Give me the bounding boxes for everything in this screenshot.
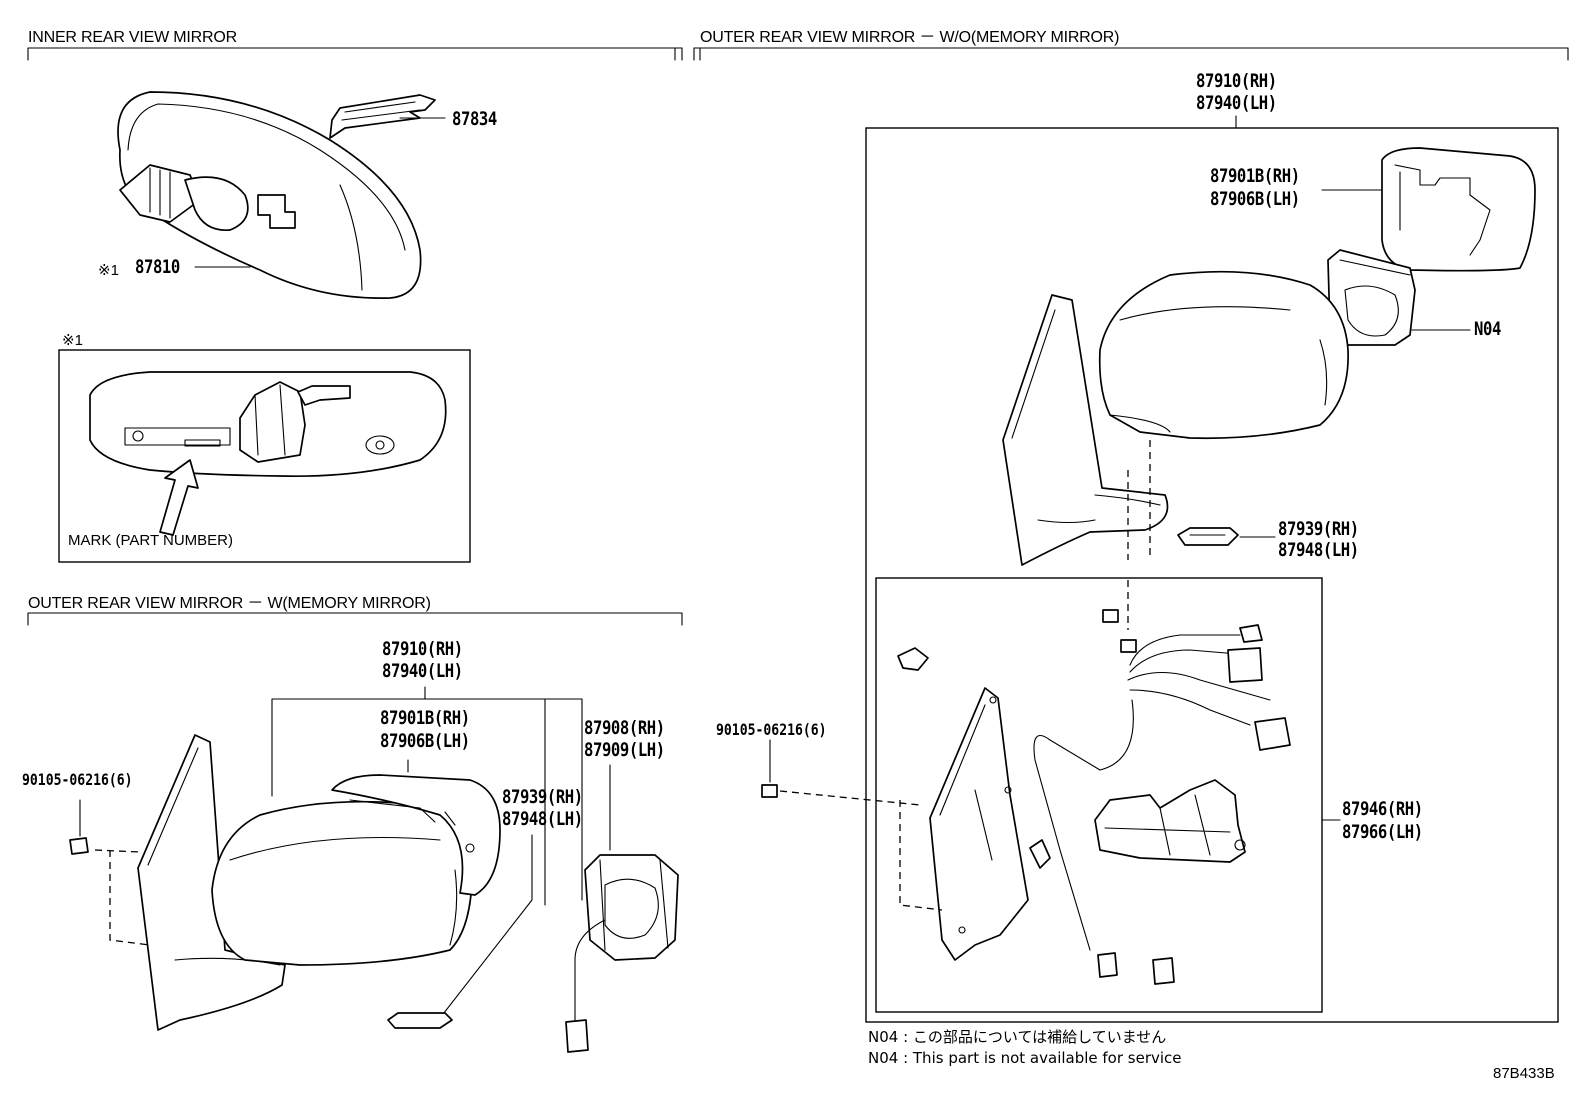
wo-glass-lh: 87906B(LH) — [1210, 188, 1300, 210]
wo-mirror-housing — [1098, 270, 1349, 440]
inner-mirror-mount — [119, 164, 296, 231]
mark-87810: ※1 — [98, 262, 119, 279]
wo-screw: 90105-06216(6) — [716, 720, 827, 739]
section-title-inner: INNER REAR VIEW MIRROR — [28, 29, 237, 46]
detail-caption: MARK (PART NUMBER) — [68, 532, 234, 549]
wo-frame-box — [875, 577, 1323, 1013]
section-bracket-inner — [27, 47, 683, 61]
wo-screws — [761, 609, 1137, 806]
w-screw: 90105-06216(6) — [22, 770, 133, 789]
w-motor-rh: 87908(RH) — [584, 717, 665, 739]
w-mirror-motor — [565, 854, 679, 1053]
wo-assy-box — [865, 127, 1559, 1023]
leader-87939-w — [439, 834, 533, 1019]
section-title-outer-wo: OUTER REAR VIEW MIRROR － W/O(MEMORY MIRR… — [700, 29, 1120, 46]
w-mirror-glass — [331, 774, 501, 896]
w-motor-lh: 87909(LH) — [584, 739, 665, 761]
note-english: N04 : This part is not available for ser… — [868, 1049, 1182, 1067]
section-title-outer-w: OUTER REAR VIEW MIRROR － W(MEMORY MIRROR… — [28, 595, 431, 612]
wo-cover-rh: 87939(RH) — [1278, 518, 1359, 540]
wo-assy-rh: 87910(RH) — [1196, 70, 1277, 92]
detail-mark: ※1 — [62, 332, 83, 349]
wo-mirror-glass — [1381, 147, 1536, 272]
wo-wire-harness — [1033, 624, 1291, 985]
w-cover-lh: 87948(LH) — [502, 808, 583, 830]
wo-frame-lh: 87966(LH) — [1342, 821, 1423, 843]
w-cover-clip — [387, 1012, 453, 1029]
wo-glass-rh: 87901B(RH) — [1210, 165, 1300, 187]
w-screw — [69, 837, 89, 855]
section-bracket-outer-w — [27, 612, 683, 626]
wo-assy-lh: 87940(LH) — [1196, 92, 1277, 114]
w-glass-lh: 87906B(LH) — [380, 730, 470, 752]
part-87834: 87834 — [452, 108, 497, 130]
w-cover-rh: 87939(RH) — [502, 786, 583, 808]
inner-detail-box — [58, 349, 471, 563]
wo-cover-lh: 87948(LH) — [1278, 539, 1359, 561]
note-japanese: N04 : この部品については補給していません — [868, 1028, 1167, 1046]
figure-code: 87B433B — [1493, 1065, 1555, 1082]
wo-mirror-base — [1002, 294, 1169, 566]
wo-actuator — [1029, 779, 1246, 869]
section-bracket-outer-wo — [693, 47, 1569, 61]
w-mirror-housing — [211, 800, 473, 966]
w-glass-rh: 87901B(RH) — [380, 707, 470, 729]
w-assy-lh: 87940(LH) — [382, 660, 463, 682]
w-assy-bracket — [271, 686, 583, 906]
inner-bracket-87834 — [329, 94, 436, 139]
wo-cover-clip — [1177, 527, 1239, 546]
wo-frame-rh: 87946(RH) — [1342, 798, 1423, 820]
wo-mirror-frame — [897, 647, 1029, 961]
w-assy-rh: 87910(RH) — [382, 638, 463, 660]
part-87810: 87810 — [135, 256, 180, 278]
wo-motor-n04: N04 — [1474, 318, 1501, 340]
